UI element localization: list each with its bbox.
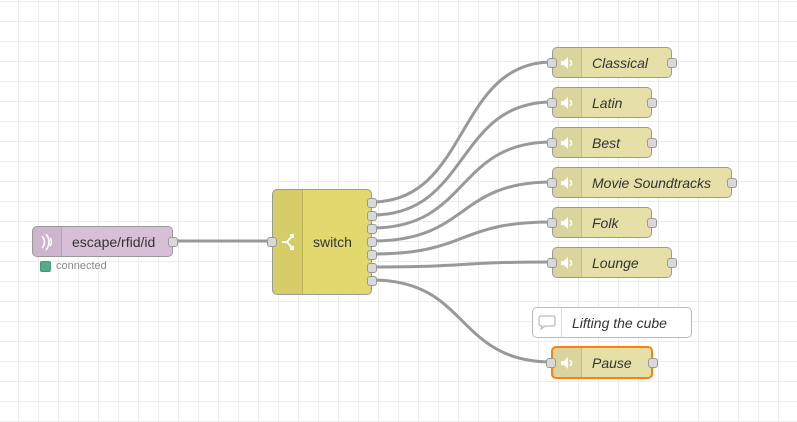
output-port-2[interactable]: [367, 211, 377, 221]
audio-node-label: Pause: [592, 354, 632, 371]
output-port[interactable]: [168, 237, 178, 247]
switch-label: switch: [313, 234, 352, 250]
output-port[interactable]: [647, 218, 657, 228]
input-port[interactable]: [547, 178, 557, 188]
status-text: connected: [56, 260, 107, 272]
output-port-5[interactable]: [367, 250, 377, 260]
output-port-7[interactable]: [367, 276, 377, 286]
audio-icon: [553, 248, 582, 277]
wire-switch-to-folk[interactable]: [371, 220, 553, 256]
split-arrows-icon: [273, 190, 303, 294]
output-port[interactable]: [647, 98, 657, 108]
audio-icon: [553, 48, 582, 77]
speech-bubble-icon: [533, 308, 562, 337]
input-port[interactable]: [267, 237, 277, 247]
status-indicator: [40, 260, 51, 272]
wire-switch-to-lounge[interactable]: [371, 260, 553, 269]
input-port[interactable]: [547, 98, 557, 108]
audio-node-best[interactable]: Best: [547, 127, 657, 158]
output-port-6[interactable]: [367, 263, 377, 273]
output-port[interactable]: [727, 178, 737, 188]
comment-node[interactable]: Lifting the cube: [532, 307, 692, 338]
audio-node-movie-soundtracks[interactable]: Movie Soundtracks: [547, 167, 737, 198]
audio-node-label: Movie Soundtracks: [592, 174, 712, 191]
output-port[interactable]: [648, 358, 658, 368]
input-port[interactable]: [547, 218, 557, 228]
switch-node[interactable]: switch: [267, 189, 377, 295]
radio-waves-icon: [33, 227, 62, 256]
output-port-4[interactable]: [367, 237, 377, 247]
output-port-1[interactable]: [367, 198, 377, 208]
audio-node-label: Lounge: [592, 254, 639, 271]
audio-icon: [553, 348, 582, 377]
wire-switch-to-pause[interactable]: [371, 278, 553, 364]
input-port[interactable]: [546, 358, 556, 368]
audio-icon: [553, 128, 582, 157]
input-port[interactable]: [547, 258, 557, 268]
wire-switch-to-best[interactable]: [371, 140, 553, 230]
audio-node-latin[interactable]: Latin: [547, 87, 657, 118]
audio-icon: [553, 208, 582, 237]
wire-switch-to-classical[interactable]: [371, 60, 553, 204]
wire-switch-to-latin[interactable]: [371, 100, 553, 217]
node-status: connected: [40, 260, 107, 272]
output-port[interactable]: [647, 138, 657, 148]
audio-icon: [553, 88, 582, 117]
output-port[interactable]: [667, 258, 677, 268]
mqtt-in-label: escape/rfid/id: [72, 233, 156, 250]
audio-node-classical[interactable]: Classical: [547, 47, 677, 78]
audio-node-folk[interactable]: Folk: [547, 207, 657, 238]
output-port-3[interactable]: [367, 224, 377, 234]
wire-switch-to-movie-soundtracks[interactable]: [371, 180, 553, 243]
audio-node-label: Folk: [592, 214, 619, 231]
audio-icon: [553, 168, 582, 197]
comment-label: Lifting the cube: [572, 314, 667, 331]
audio-node-lounge[interactable]: Lounge: [547, 247, 677, 278]
input-port[interactable]: [547, 58, 557, 68]
mqtt-in-node[interactable]: escape/rfid/id: [32, 226, 178, 257]
audio-node-label: Classical: [592, 54, 649, 71]
input-port[interactable]: [547, 138, 557, 148]
output-port[interactable]: [667, 58, 677, 68]
audio-node-pause[interactable]: Pause: [546, 346, 658, 379]
audio-node-label: Best: [592, 134, 621, 151]
audio-node-label: Latin: [592, 94, 623, 111]
